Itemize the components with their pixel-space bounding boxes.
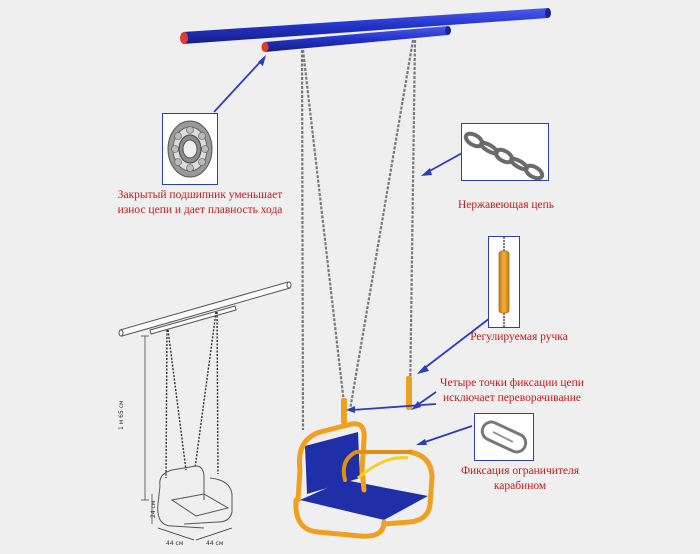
handle-inset [488,236,520,328]
carabiner-icon [480,420,528,454]
seat-width-dimension: 44 см [206,540,224,547]
seat-height-dimension: 24 см [150,500,157,518]
chains [300,39,417,431]
chain-right-front [408,39,417,401]
height-dimension: 1 м 65 см [118,400,125,430]
handles [341,376,412,424]
handle-caption: Регулируемая ручка [470,331,568,343]
carabiner-inset [474,413,534,461]
bearing-icon [167,120,213,178]
top-beam-front [261,26,451,52]
chain-right-back [348,39,415,411]
chain-inset [461,123,549,181]
chain-caption: Нержавеющая цепь [457,199,555,211]
bearing-caption-line1: Закрытый подшипник уменьшает [117,189,283,201]
carabiner-line2: карабином [493,480,547,492]
top-beam-back [180,8,551,44]
chain-link-icon [463,131,545,181]
bearing-inset [162,113,218,185]
fix-points-line1: Четыре точки фиксации цепи [440,377,584,389]
chain-left-back [301,49,347,413]
carabiner-line1: Фиксация ограничителя [460,465,580,477]
fix-points-caption: Четыре точки фиксации цепи исключает пер… [422,376,602,406]
bearing-caption-line2: износ цепи и дает плавность хода [117,204,283,216]
swing-seat [293,421,435,539]
arrows [213,55,491,445]
bearing-caption: Закрытый подшипник уменьшает износ цепи … [100,188,300,218]
carabiner-caption: Фиксация ограничителя карабином [440,464,600,494]
chain-left-front [300,49,305,431]
swing-sketch [118,281,292,541]
fix-points-line2: исключает переворачивание [443,392,581,404]
adjustable-handle-icon [498,237,510,327]
seat-depth-dimension: 44 см [166,540,184,547]
